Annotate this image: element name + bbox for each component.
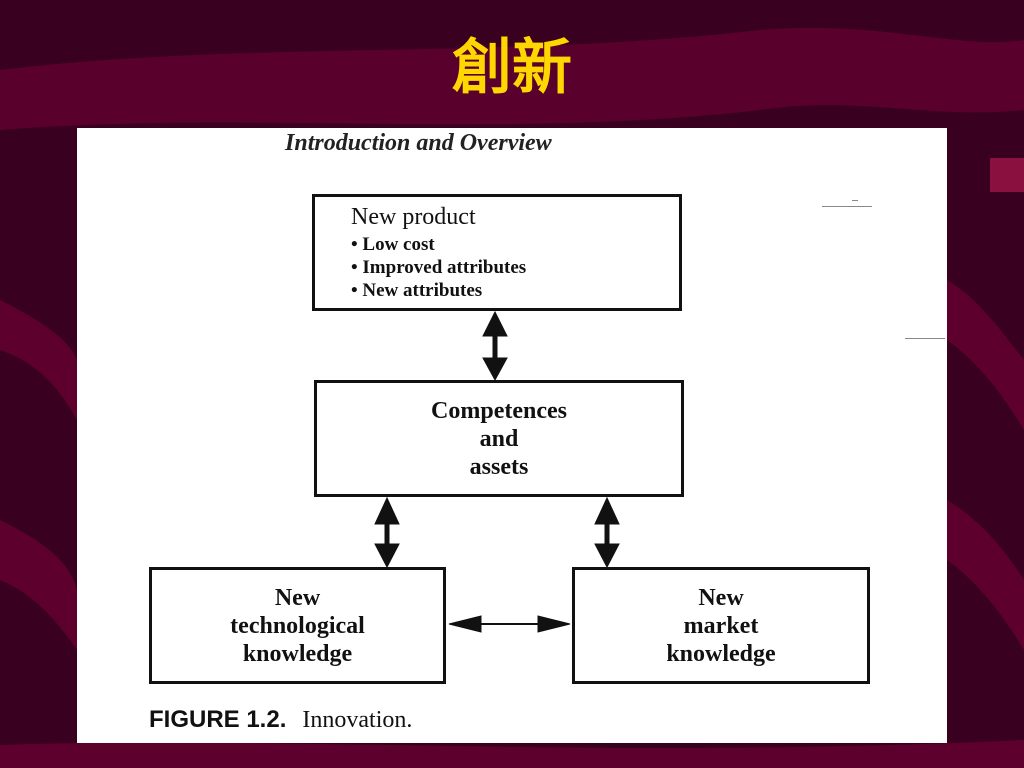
market-line-1: New [698,584,744,611]
new-product-box: New product Low cost Improved attributes… [312,194,682,311]
figure-caption-text: Innovation. [302,707,413,733]
figure-panel: Introduction and Overview New product Lo [77,128,947,743]
arrow-center-tech [374,496,400,569]
competences-line-1: Competences [431,397,567,424]
figure-caption: FIGURE 1.2. Innovation. [149,706,412,734]
competences-line-3: assets [469,453,529,480]
scan-header: Introduction and Overview [285,130,552,156]
tech-line-1: New [274,584,321,611]
tech-line-2: technological [230,612,365,639]
arrow-center-market [594,496,620,569]
accent-block [990,158,1024,192]
bullet-improved-attributes: Improved attributes [351,256,679,279]
competences-assets-box: Competences and assets [314,380,684,497]
scan-mark [905,338,945,339]
scan-mark [852,200,858,201]
new-product-heading: New product [351,204,476,230]
bullet-low-cost: Low cost [351,233,679,256]
figure-caption-label: FIGURE 1.2. [149,706,287,733]
bullet-new-attributes: New attributes [351,279,679,302]
slide-title: 創新 [452,33,572,103]
scan-mark [822,206,872,207]
arrow-tech-market [448,615,571,633]
competences-line-2: and [479,425,519,452]
product-bullet-list: Low cost Improved attributes New attribu… [351,233,679,302]
tech-line-3: knowledge [242,640,353,667]
market-line-3: knowledge [666,640,776,667]
market-line-2: market [683,612,759,639]
arrow-product-center [482,310,508,382]
connector-arrows [374,310,620,633]
market-knowledge-box: New market knowledge [572,567,870,684]
technological-knowledge-box: New technological knowledge [149,567,446,684]
